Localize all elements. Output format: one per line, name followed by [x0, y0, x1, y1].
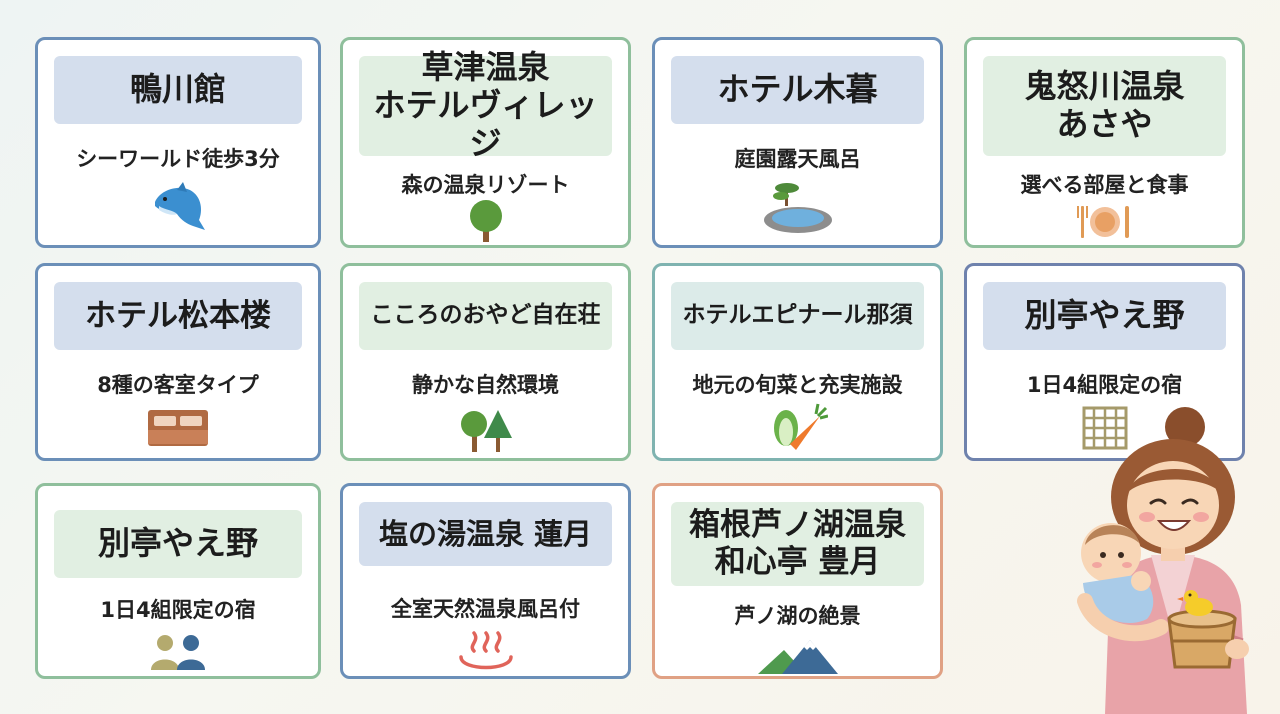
- card-title: 塩の湯温泉 蓮月: [359, 502, 612, 566]
- card-title: 鴨川館: [54, 56, 302, 124]
- card-kokoro-no-oyado-jizaiso[interactable]: こころのおやど自在荘 静かな自然環境: [340, 263, 631, 461]
- card-subtitle: 芦ノ湖の絶景: [734, 604, 861, 628]
- dolphin-icon: [155, 182, 205, 230]
- card-hakone-wakotei-hogetsu[interactable]: 箱根芦ノ湖温泉 和心亭 豊月 芦ノ湖の絶景: [652, 483, 943, 679]
- card-subtitle: 1日4組限定の宿: [100, 598, 256, 622]
- card-hotel-epinard-nasu[interactable]: ホテルエピナール那須 地元の旬菜と充実施設: [652, 263, 943, 461]
- card-title: 別亭やえ野: [983, 282, 1226, 350]
- card-kusatsu-hotel-village[interactable]: 草津温泉 ホテルヴィレッジ 森の温泉リゾート: [340, 37, 631, 248]
- vegetables-icon: [773, 403, 828, 450]
- trees-icon: [460, 410, 512, 452]
- card-kinugawa-asaya[interactable]: 鬼怒川温泉 あさや 選べる部屋と食事: [964, 37, 1245, 248]
- card-title: 草津温泉 ホテルヴィレッジ: [359, 48, 612, 162]
- card-title: 箱根芦ノ湖温泉 和心亭 豊月: [671, 502, 924, 586]
- card-shionoyu-rengetsu[interactable]: 塩の湯温泉 蓮月 全室天然温泉風呂付: [340, 483, 631, 679]
- card-title: ホテル木暮: [671, 56, 924, 124]
- dining-icon: [1076, 206, 1129, 238]
- card-hotel-matsumotoro[interactable]: ホテル松本楼 8種の客室タイプ: [35, 263, 321, 461]
- card-subtitle: 全室天然温泉風呂付: [391, 597, 580, 621]
- card-title: こころのおやど自在荘: [359, 282, 612, 350]
- card-subtitle: 地元の旬菜と充実施設: [692, 373, 903, 397]
- garden-bath-icon: [763, 183, 832, 233]
- people-icon: [151, 635, 205, 670]
- card-subtitle: 1日4組限定の宿: [1026, 373, 1183, 397]
- card-subtitle: 8種の客室タイプ: [97, 373, 259, 397]
- window-grid-icon: [1082, 406, 1127, 450]
- card-hotel-kogure[interactable]: ホテル木暮 庭園露天風呂: [652, 37, 943, 248]
- card-bettei-yaeno-2[interactable]: 別亭やえ野 1日4組限定の宿: [35, 483, 321, 679]
- card-subtitle: 選べる部屋と食事: [1020, 173, 1189, 197]
- card-kamogawakan[interactable]: 鴨川館 シーワールド徒歩3分: [35, 37, 321, 248]
- card-title: ホテル松本楼: [54, 282, 302, 350]
- card-subtitle: 森の温泉リゾート: [401, 173, 570, 197]
- card-subtitle: シーワールド徒歩3分: [76, 147, 280, 171]
- mother-with-baby-illustration: [1077, 407, 1249, 714]
- mountain-icon: [757, 640, 838, 674]
- bed-icon: [148, 410, 208, 446]
- card-subtitle: 庭園露天風呂: [734, 147, 861, 171]
- card-title: ホテルエピナール那須: [671, 282, 924, 350]
- card-title: 別亭やえ野: [54, 510, 302, 578]
- hot-spring-icon: [458, 631, 513, 670]
- card-title: 鬼怒川温泉 あさや: [983, 56, 1226, 156]
- card-subtitle: 静かな自然環境: [412, 373, 559, 397]
- tree-icon: [469, 200, 502, 242]
